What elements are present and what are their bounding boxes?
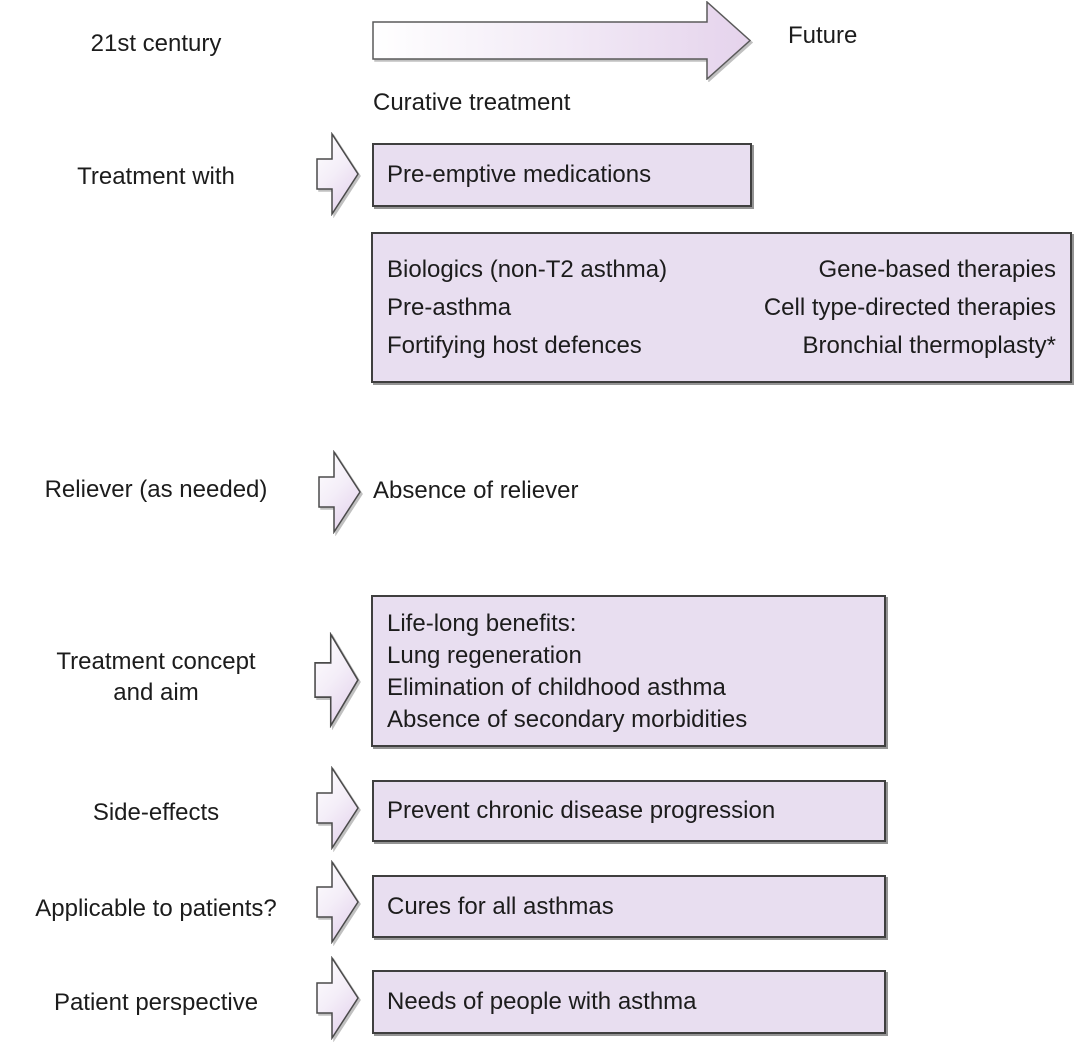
therapy-item: Pre-asthma [387, 293, 512, 321]
lifelong-benefits-box: Life-long benefits: Lung regeneration El… [371, 595, 886, 747]
prevent-progression-box: Prevent chronic disease progression [372, 780, 886, 842]
row-label-side-effects: Side-effects [92, 799, 220, 826]
treatment-concept-line2: and aim [113, 679, 199, 706]
therapy-item: Biologics (non-T2 asthma) [387, 255, 668, 283]
preemptive-medications-text: Pre-emptive medications [387, 161, 652, 188]
flow-arrow-icon [318, 450, 361, 534]
lifelong-benefits-line: Elimination of childhood asthma [387, 674, 726, 701]
row-label-perspective: Patient perspective [53, 989, 259, 1016]
therapies-row: Pre-asthma Cell type-directed therapies [387, 294, 1056, 322]
future-label: Future [788, 22, 858, 49]
flow-arrow-icon [314, 632, 359, 728]
lifelong-benefits-line: Lung regeneration [387, 642, 582, 669]
flow-arrow-icon [316, 860, 359, 944]
absence-of-reliever-note: Absence of reliever [373, 477, 579, 504]
future-therapies-box: Biologics (non-T2 asthma) Gene-based the… [371, 232, 1072, 383]
therapies-row: Biologics (non-T2 asthma) Gene-based the… [387, 256, 1056, 284]
therapy-item: Fortifying host defences [387, 331, 642, 359]
row-label-treatment-concept: Treatment concept and aim [0, 646, 312, 708]
therapy-item: Gene-based therapies [818, 255, 1057, 283]
prevent-progression-text: Prevent chronic disease progression [387, 797, 776, 824]
treatment-concept-line1: Treatment concept [56, 648, 256, 675]
row-label-treatment-with: Treatment with [77, 163, 235, 190]
arrow-caption: Curative treatment [373, 89, 571, 116]
era-label: 21st century [90, 30, 222, 57]
flow-arrow-icon [316, 132, 359, 216]
timeline-arrow-icon [372, 1, 752, 80]
lifelong-benefits-line: Life-long benefits: [387, 610, 577, 637]
flow-arrow-icon [316, 766, 359, 850]
lifelong-benefits-line: Absence of secondary morbidities [387, 706, 748, 733]
cures-for-all-box: Cures for all asthmas [372, 875, 886, 938]
preemptive-medications-box: Pre-emptive medications [372, 143, 752, 207]
needs-of-people-box: Needs of people with asthma [372, 970, 886, 1034]
therapies-row: Fortifying host defences Bronchial therm… [387, 332, 1056, 360]
therapy-item: Bronchial thermoplasty* [802, 331, 1056, 359]
row-label-applicable: Applicable to patients? [35, 895, 277, 922]
flow-arrow-icon [316, 956, 359, 1040]
row-label-reliever: Reliever (as needed) [44, 476, 268, 503]
therapy-item: Cell type-directed therapies [763, 293, 1056, 321]
needs-of-people-text: Needs of people with asthma [387, 988, 697, 1015]
cures-for-all-text: Cures for all asthmas [387, 892, 614, 920]
